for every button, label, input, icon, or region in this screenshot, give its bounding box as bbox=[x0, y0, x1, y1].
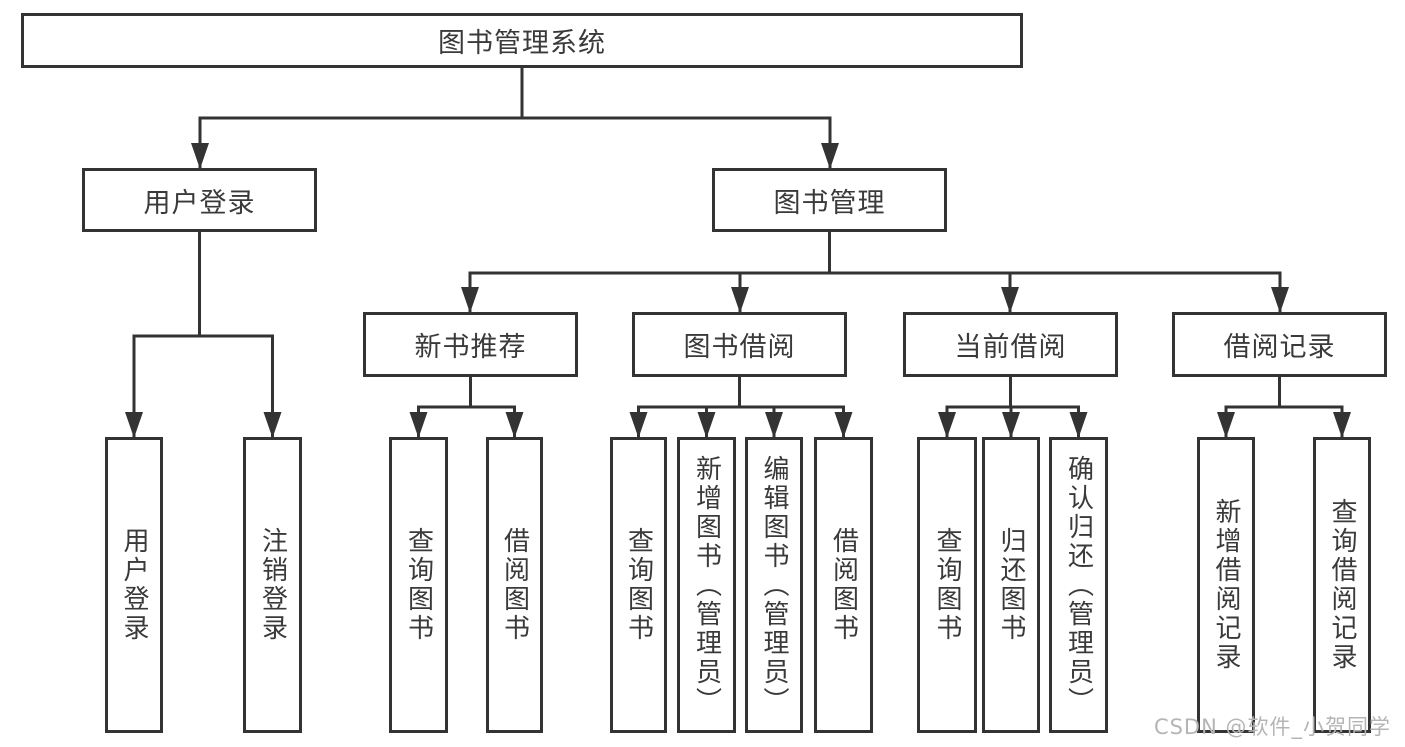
csdn-watermark: CSDN @软件_小贺同学 bbox=[1153, 715, 1391, 739]
leaf-logout: 注销登录 bbox=[243, 437, 302, 733]
node-borrow-records-label: 借阅记录 bbox=[1223, 332, 1336, 363]
node-user-login-label: 用户登录 bbox=[143, 187, 256, 219]
leaf-borrow-books: 借阅图书 bbox=[814, 437, 873, 733]
node-book-management: 图书管理 bbox=[712, 168, 947, 232]
leaf-recommend-borrow-books: 借阅图书 bbox=[486, 437, 543, 733]
leaf-user-login: 用户登录 bbox=[105, 437, 163, 733]
leaf-recommend-borrow-books-label: 借阅图书 bbox=[499, 527, 530, 643]
leaf-return-books: 归还图书 bbox=[982, 437, 1040, 733]
user-login-connectors bbox=[125, 232, 282, 438]
leaf-confirm-return-admin-label: 确认归还（管理员） bbox=[1063, 454, 1094, 716]
leaf-recommend-query-books-label: 查询图书 bbox=[403, 527, 434, 643]
leaf-add-books-admin-label: 新增图书（管理员） bbox=[691, 454, 722, 716]
leaf-edit-books-admin-label: 编辑图书（管理员） bbox=[759, 454, 789, 716]
leaf-return-books-label: 归还图书 bbox=[996, 527, 1026, 643]
leaf-add-books-admin: 新增图书（管理员） bbox=[677, 437, 736, 733]
leaf-borrow-query-books-label: 查询图书 bbox=[623, 527, 654, 643]
node-current-borrow: 当前借阅 bbox=[903, 312, 1118, 377]
node-new-book-recommend: 新书推荐 bbox=[363, 312, 578, 377]
leaf-current-query-books: 查询图书 bbox=[917, 437, 977, 733]
node-user-login: 用户登录 bbox=[82, 168, 317, 232]
leaf-query-borrow-record: 查询借阅记录 bbox=[1313, 437, 1371, 733]
node-book-management-label: 图书管理 bbox=[773, 187, 886, 219]
leaf-borrow-books-label: 借阅图书 bbox=[828, 527, 859, 643]
borrow-records-connectors bbox=[1217, 377, 1351, 438]
node-current-borrow-label: 当前借阅 bbox=[954, 332, 1067, 363]
node-root: 图书管理系统 bbox=[21, 13, 1023, 68]
new-book-recommend-connectors bbox=[409, 377, 524, 438]
leaf-add-borrow-record-label: 新增借阅记录 bbox=[1211, 498, 1241, 672]
leaf-logout-label: 注销登录 bbox=[257, 527, 288, 643]
book-borrow-connectors bbox=[629, 377, 853, 438]
leaf-confirm-return-admin: 确认归还（管理员） bbox=[1049, 437, 1108, 733]
node-root-label: 图书管理系统 bbox=[438, 28, 606, 59]
current-borrow-connectors bbox=[938, 377, 1088, 438]
leaf-borrow-query-books: 查询图书 bbox=[610, 437, 667, 733]
node-borrow-records: 借阅记录 bbox=[1172, 312, 1387, 377]
node-book-borrow-label: 图书借阅 bbox=[683, 332, 796, 363]
leaf-query-borrow-record-label: 查询借阅记录 bbox=[1327, 498, 1357, 672]
leaf-current-query-books-label: 查询图书 bbox=[932, 527, 962, 643]
node-new-book-recommend-label: 新书推荐 bbox=[414, 332, 527, 363]
leaf-recommend-query-books: 查询图书 bbox=[389, 437, 448, 733]
leaf-add-borrow-record: 新增借阅记录 bbox=[1197, 437, 1255, 733]
leaf-edit-books-admin: 编辑图书（管理员） bbox=[745, 437, 803, 733]
leaf-user-login-label: 用户登录 bbox=[119, 527, 149, 643]
book-management-connectors bbox=[461, 232, 1289, 313]
root-connectors bbox=[191, 66, 839, 169]
node-book-borrow: 图书借阅 bbox=[632, 312, 847, 377]
